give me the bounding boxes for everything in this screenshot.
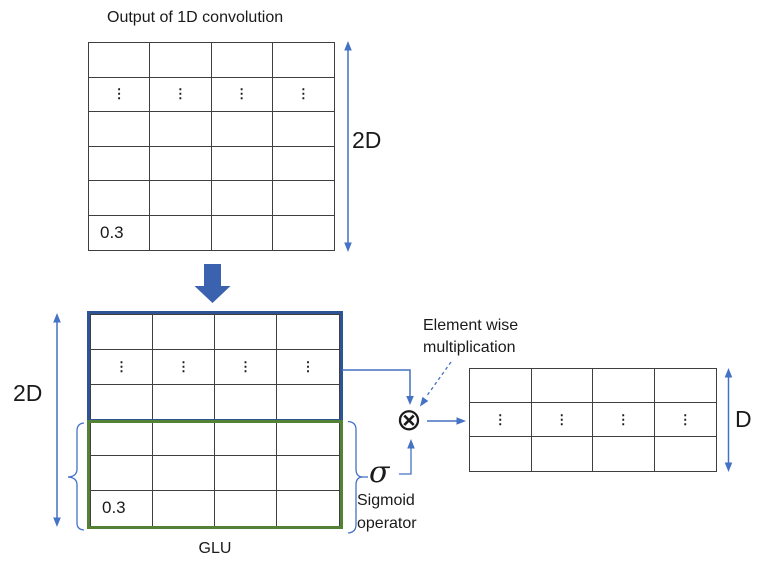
grid-cell — [273, 216, 334, 251]
grid-cell — [215, 455, 277, 491]
grid-cell: 0.3 — [91, 490, 153, 526]
grid-cell — [89, 43, 151, 78]
grid-cell: ⋮ — [150, 77, 212, 112]
grid-cell — [211, 146, 273, 181]
grid-cell — [150, 112, 212, 147]
grid-cell — [593, 369, 655, 403]
grid-cell — [277, 315, 339, 351]
grid-cell — [532, 437, 593, 471]
grid-cell: 0.3 — [89, 215, 151, 250]
label-d-right: D — [735, 406, 752, 432]
label-glu: GLU — [198, 540, 232, 557]
grid-cell: ⋮ — [593, 403, 655, 437]
grid-cell — [153, 490, 215, 526]
grid-cell — [153, 315, 215, 351]
grid-cell — [655, 437, 717, 471]
grid-cell: ⋮ — [215, 350, 277, 386]
grid-cell — [91, 420, 153, 456]
grid-cell — [91, 455, 153, 491]
grid-cell: ⋮ — [153, 350, 215, 386]
grid-cell — [89, 146, 151, 181]
grid-cell — [150, 43, 212, 78]
down-arrow — [194, 264, 231, 303]
glu-top-half-box — [87, 311, 343, 422]
grid-cell: ⋮ — [470, 403, 532, 437]
grid-cell — [531, 369, 593, 403]
line-to-multiply-arrow — [342, 369, 414, 405]
sigma-symbol: σ — [369, 455, 390, 490]
multiply-output-arrow — [427, 417, 466, 425]
grid-cell: ⋮ — [277, 350, 339, 386]
conv-output-grid: ⋮⋮⋮⋮0.3 — [88, 42, 335, 251]
sigmoid-arrow — [399, 439, 415, 475]
grid-cell — [91, 315, 153, 351]
grid-cell — [272, 181, 334, 216]
grid-cell — [272, 43, 334, 78]
diagram-title: Output of 1D convolution — [107, 9, 284, 26]
grid-cell — [212, 215, 273, 250]
dimension-arrow-d-right — [724, 368, 733, 472]
glu-bottom-half-box — [87, 420, 343, 529]
dimension-arrow-2d-top — [344, 41, 352, 252]
grid-cell — [150, 215, 212, 250]
label-sigmoid-operator: Sigmoid operator — [357, 492, 417, 532]
grid-cell: ⋮ — [89, 77, 151, 112]
grid-cell — [272, 112, 334, 147]
grid-cell — [89, 181, 151, 216]
grid-cell — [593, 437, 655, 471]
grid-cell — [211, 43, 273, 78]
grid-cell: ⋮ — [91, 350, 153, 386]
grid-cell — [277, 456, 339, 491]
dashed-pointer — [419, 361, 452, 407]
grid-cell — [153, 455, 215, 491]
left-brace — [67, 422, 85, 531]
grid-cell — [150, 146, 212, 181]
grid-cell: ⋮ — [272, 78, 334, 112]
grid-cell — [272, 147, 334, 181]
label-2d-left: 2D — [13, 380, 43, 406]
glu-output-grid: ⋮⋮⋮⋮ — [469, 368, 717, 472]
grid-cell — [470, 437, 532, 471]
grid-cell — [470, 369, 532, 403]
grid-cell — [215, 490, 277, 526]
grid-cell — [150, 181, 212, 216]
grid-cell — [277, 421, 339, 456]
grid-cell: ⋮ — [211, 77, 273, 112]
grid-cell: ⋮ — [531, 403, 593, 437]
label-2d-top: 2D — [352, 127, 382, 153]
grid-cell — [153, 420, 215, 456]
grid-cell — [211, 112, 273, 147]
grid-cell — [215, 420, 277, 456]
grid-cell — [215, 315, 277, 351]
dimension-arrow-2d-left — [53, 313, 61, 527]
grid-cell: ⋮ — [654, 403, 716, 437]
grid-cell — [654, 369, 716, 403]
grid-cell — [211, 181, 273, 216]
element-wise-multiplication-icon: ⊗ — [396, 402, 422, 438]
grid-cell — [89, 112, 151, 147]
label-element-wise-multiplication: Element wise multiplication — [423, 317, 519, 356]
